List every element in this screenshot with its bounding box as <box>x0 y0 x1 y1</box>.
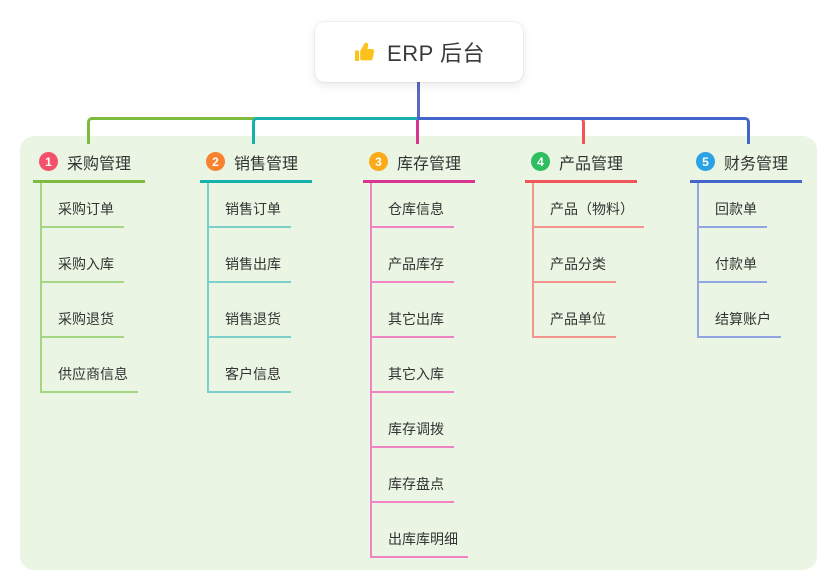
leaf-label: 产品（物料） <box>532 199 644 228</box>
leaf-node[interactable]: 回款单 <box>697 183 802 228</box>
branch-label: 财务管理 <box>724 155 789 173</box>
leaf-label: 销售出库 <box>207 254 291 283</box>
leaf-label: 采购退货 <box>40 309 124 338</box>
leaf-label: 采购入库 <box>40 254 124 283</box>
branch-product: 4 产品管理 产品（物料） 产品分类 产品单位 <box>525 143 644 338</box>
leaf-node[interactable]: 产品（物料） <box>532 183 644 228</box>
leaf-label: 回款单 <box>697 199 767 228</box>
leaf-node[interactable]: 销售退货 <box>207 283 312 338</box>
branch-number-badge: 4 <box>531 152 550 171</box>
leaf-node[interactable]: 其它入库 <box>370 338 475 393</box>
leaf-label: 客户信息 <box>207 364 291 393</box>
branch-items: 销售订单 销售出库 销售退货 客户信息 <box>200 183 312 393</box>
leaf-node[interactable]: 采购入库 <box>40 228 145 283</box>
leaf-node[interactable]: 结算账户 <box>697 283 802 338</box>
leaf-label: 供应商信息 <box>40 364 138 393</box>
leaf-label: 仓库信息 <box>370 199 454 228</box>
branch-number-badge: 5 <box>696 152 715 171</box>
branch-number-badge: 1 <box>39 152 58 171</box>
leaf-node[interactable]: 其它出库 <box>370 283 475 338</box>
leaf-label: 产品分类 <box>532 254 616 283</box>
leaf-label: 销售订单 <box>207 199 291 228</box>
leaf-label: 产品库存 <box>370 254 454 283</box>
leaf-label: 库存盘点 <box>370 474 454 503</box>
leaf-node[interactable]: 出库库明细 <box>370 503 475 558</box>
branch-trunk-line <box>697 183 699 338</box>
leaf-node[interactable]: 采购订单 <box>40 183 145 228</box>
leaf-node[interactable]: 库存盘点 <box>370 448 475 503</box>
leaf-node[interactable]: 仓库信息 <box>370 183 475 228</box>
branch-node[interactable]: 4 产品管理 <box>525 143 638 183</box>
root-stem-line <box>417 82 420 120</box>
leaf-node[interactable]: 供应商信息 <box>40 338 145 393</box>
branch-trunk-line <box>370 183 372 558</box>
branch-trunk-line <box>532 183 534 338</box>
leaf-label: 其它入库 <box>370 364 454 393</box>
branch-label: 库存管理 <box>397 155 462 173</box>
leaf-node[interactable]: 销售订单 <box>207 183 312 228</box>
leaf-node[interactable]: 采购退货 <box>40 283 145 338</box>
branch-items: 仓库信息 产品库存 其它出库 其它入库 库存调拨 库存盘点 出库库明细 <box>363 183 475 558</box>
root-title: ERP 后台 <box>387 41 485 66</box>
branch-label: 销售管理 <box>234 155 299 173</box>
branch-finance: 5 财务管理 回款单 付款单 结算账户 <box>690 143 803 338</box>
connector-branch-2 <box>252 117 420 144</box>
leaf-node[interactable]: 产品库存 <box>370 228 475 283</box>
leaf-label: 其它出库 <box>370 309 454 338</box>
branch-node[interactable]: 2 销售管理 <box>200 143 313 183</box>
leaf-label: 结算账户 <box>697 309 781 338</box>
branch-inventory: 3 库存管理 仓库信息 产品库存 其它出库 其它入库 库存调拨 库存盘点 出库库… <box>363 143 476 558</box>
branch-items: 回款单 付款单 结算账户 <box>690 183 802 338</box>
leaf-label: 库存调拨 <box>370 419 454 448</box>
root-node[interactable]: ERP 后台 <box>315 22 523 82</box>
branch-trunk-line <box>207 183 209 393</box>
thumbs-up-icon <box>353 40 377 64</box>
branch-number-badge: 3 <box>369 152 388 171</box>
leaf-label: 付款单 <box>697 254 767 283</box>
branch-sales: 2 销售管理 销售订单 销售出库 销售退货 客户信息 <box>200 143 313 393</box>
branch-node[interactable]: 5 财务管理 <box>690 143 803 183</box>
branch-number-badge: 2 <box>206 152 225 171</box>
branch-node[interactable]: 3 库存管理 <box>363 143 476 183</box>
leaf-node[interactable]: 客户信息 <box>207 338 312 393</box>
branch-items: 采购订单 采购入库 采购退货 供应商信息 <box>33 183 145 393</box>
leaf-label: 销售退货 <box>207 309 291 338</box>
leaf-node[interactable]: 库存调拨 <box>370 393 475 448</box>
branch-items: 产品（物料） 产品分类 产品单位 <box>525 183 644 338</box>
leaf-node[interactable]: 销售出库 <box>207 228 312 283</box>
branch-label: 产品管理 <box>559 155 624 173</box>
leaf-node[interactable]: 产品分类 <box>532 228 644 283</box>
leaf-node[interactable]: 产品单位 <box>532 283 644 338</box>
branches-background-panel <box>20 136 817 570</box>
connector-branch-5 <box>417 117 750 144</box>
leaf-label: 出库库明细 <box>370 529 468 558</box>
leaf-node[interactable]: 付款单 <box>697 228 802 283</box>
branch-label: 采购管理 <box>67 155 132 173</box>
branch-trunk-line <box>40 183 42 393</box>
leaf-label: 产品单位 <box>532 309 616 338</box>
branch-purchase: 1 采购管理 采购订单 采购入库 采购退货 供应商信息 <box>33 143 146 393</box>
branch-node[interactable]: 1 采购管理 <box>33 143 146 183</box>
leaf-label: 采购订单 <box>40 199 124 228</box>
connector-branch-3 <box>416 117 419 144</box>
